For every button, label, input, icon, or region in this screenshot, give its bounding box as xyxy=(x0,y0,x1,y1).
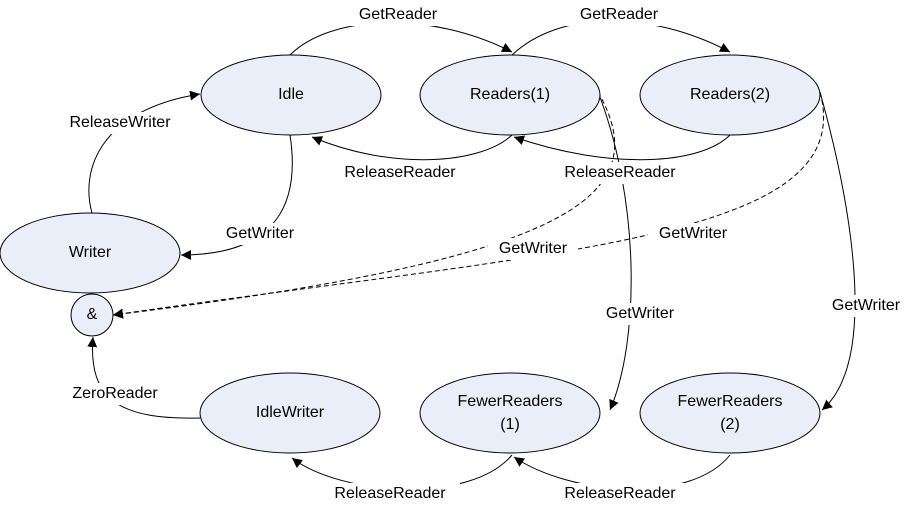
node-fewerreaders2-line1: FewerReaders xyxy=(678,393,783,410)
label-getreader-1: GetReader xyxy=(359,6,438,23)
node-readers1-label: Readers(1) xyxy=(470,86,550,103)
node-fewerreaders1: FewerReaders (1) xyxy=(419,372,601,454)
label-releasereader-fewer1: ReleaseReader xyxy=(334,485,446,502)
node-writer: Writer xyxy=(0,212,181,294)
label-releasereader-readers1: ReleaseReader xyxy=(344,164,456,181)
node-idle-label: Idle xyxy=(278,86,304,103)
edge-getreader-idle-readers1 xyxy=(289,22,513,56)
node-readers1: Readers(1) xyxy=(419,54,601,136)
label-getwriter-readers1-dashed: GetWriter xyxy=(499,240,568,257)
label-getwriter-readers1-fewer: GetWriter xyxy=(606,305,675,322)
node-fewerreaders2: FewerReaders (2) xyxy=(639,372,821,454)
edge-zeroreader-idlewriter-and xyxy=(87,336,201,419)
edge-getwriter-idle-writer xyxy=(180,134,293,260)
label-releasewriter: ReleaseWriter xyxy=(69,114,171,131)
edge-releasereader-readers2-readers1 xyxy=(513,134,731,161)
nodes: Idle Readers(1) Readers(2) Writer & Idle… xyxy=(0,54,821,454)
node-idle: Idle xyxy=(200,54,382,136)
label-getwriter-readers2-fewer: GetWriter xyxy=(832,297,901,314)
node-idlewriter-label: IdleWriter xyxy=(256,404,325,421)
node-fewerreaders1-line1: FewerReaders xyxy=(458,393,563,410)
node-readers2-label: Readers(2) xyxy=(690,86,770,103)
label-getreader-2: GetReader xyxy=(580,6,659,23)
label-getwriter-idle: GetWriter xyxy=(226,225,295,242)
node-and-label: & xyxy=(87,306,98,323)
node-fewerreaders1-line2: (1) xyxy=(500,416,520,433)
edge-releasewriter-writer-idle xyxy=(88,90,201,214)
edge-labels: GetReader GetReader ReleaseReader Releas… xyxy=(55,4,911,505)
edge-getwriter-readers1-fewer1 xyxy=(597,91,632,411)
label-releasereader-fewer2: ReleaseReader xyxy=(564,485,676,502)
edge-releasereader-readers1-idle xyxy=(311,134,513,161)
label-releasereader-readers2: ReleaseReader xyxy=(564,164,676,181)
label-zeroreader: ZeroReader xyxy=(72,385,158,402)
node-and: & xyxy=(70,293,114,337)
node-writer-label: Writer xyxy=(69,244,112,261)
node-fewerreaders2-line2: (2) xyxy=(720,416,740,433)
label-getwriter-readers2-dashed: GetWriter xyxy=(659,225,728,242)
node-readers2: Readers(2) xyxy=(639,54,821,136)
node-idlewriter: IdleWriter xyxy=(199,372,381,454)
edge-getwriter-readers2-fewer2 xyxy=(819,91,856,411)
